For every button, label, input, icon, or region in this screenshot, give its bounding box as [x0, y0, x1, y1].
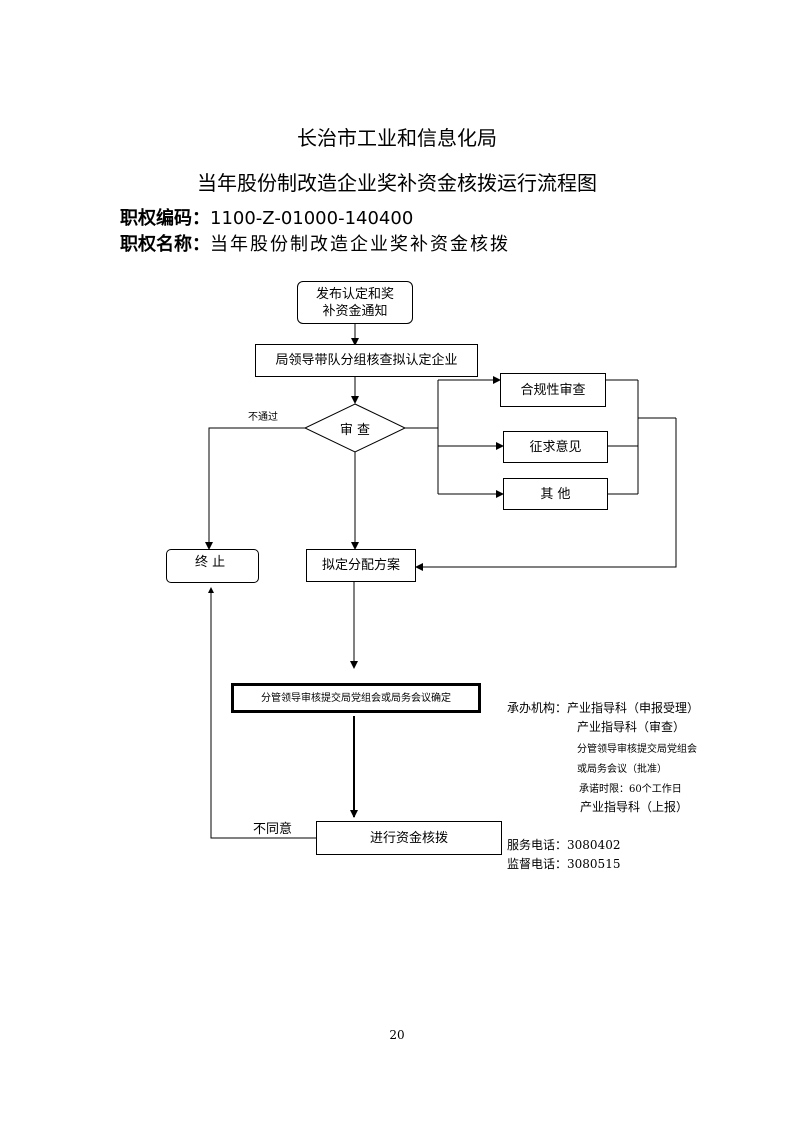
start-line-2: 补资金通知 [322, 303, 388, 319]
agency-line-1: 产业指导科（申报受理） [567, 701, 700, 715]
review-diamond-shape [303, 403, 407, 453]
supervise-phone: 3080515 [567, 857, 621, 871]
authority-name: 职权名称：当年股份制改造企业奖补资金核拨 [120, 230, 510, 256]
supervise-phone-row: 监督电话：3080515 [507, 855, 620, 872]
inspect-node: 局领导带队分组核查拟认定企业 [255, 344, 478, 377]
plan-node: 拟定分配方案 [306, 549, 416, 582]
authority-name-value: 当年股份制改造企业奖补资金核拨 [210, 234, 510, 255]
other-node: 其 他 [503, 478, 608, 510]
stop-node: 终 止 [166, 549, 259, 583]
promise-time: 承诺时限：60个工作日 [579, 784, 682, 795]
service-phone-row: 服务电话：3080402 [507, 836, 620, 853]
flowchart-title: 当年股份制改造企业奖补资金核拨运行流程图 [197, 171, 597, 195]
agency-line-3: 分管领导审核提交局党组会 [577, 744, 697, 755]
service-phone: 3080402 [567, 838, 621, 852]
agency-line-2: 产业指导科（审查） [577, 720, 686, 734]
decide-node: 分管领导审核提交局党组会或局务会议确定 [231, 683, 481, 713]
reject-label: 不通过 [248, 412, 278, 423]
authority-code-value: 1100-Z-01000-140400 [210, 208, 414, 229]
opinion-node: 征求意见 [503, 431, 608, 463]
authority-name-label: 职权名称： [120, 234, 210, 255]
disburse-node: 进行资金核拨 [316, 821, 502, 855]
authority-code: 职权编码：1100-Z-01000-140400 [120, 204, 413, 230]
disagree-label: 不同意 [253, 822, 293, 837]
start-line-1: 发布认定和奖 [315, 286, 394, 302]
page-number: 20 [389, 1028, 405, 1042]
agency-line-5: 产业指导科（上报） [580, 800, 689, 814]
service-phone-label: 服务电话： [507, 838, 568, 852]
review-node-label: 审 查 [339, 422, 371, 438]
agency-row: 承办机构：产业指导科（申报受理） [507, 699, 699, 716]
org-title: 长治市工业和信息化局 [297, 126, 497, 150]
decide-node-label: 分管领导审核提交局党组会或局务会议确定 [261, 692, 451, 704]
authority-code-label: 职权编码： [120, 208, 210, 229]
agency-label: 承办机构： [507, 701, 568, 715]
agency-line-4: 或局务会议（批准） [577, 764, 667, 775]
supervise-phone-label: 监督电话： [507, 857, 568, 871]
start-node: 发布认定和奖 补资金通知 [297, 281, 413, 324]
compliance-node: 合规性审查 [500, 373, 606, 407]
